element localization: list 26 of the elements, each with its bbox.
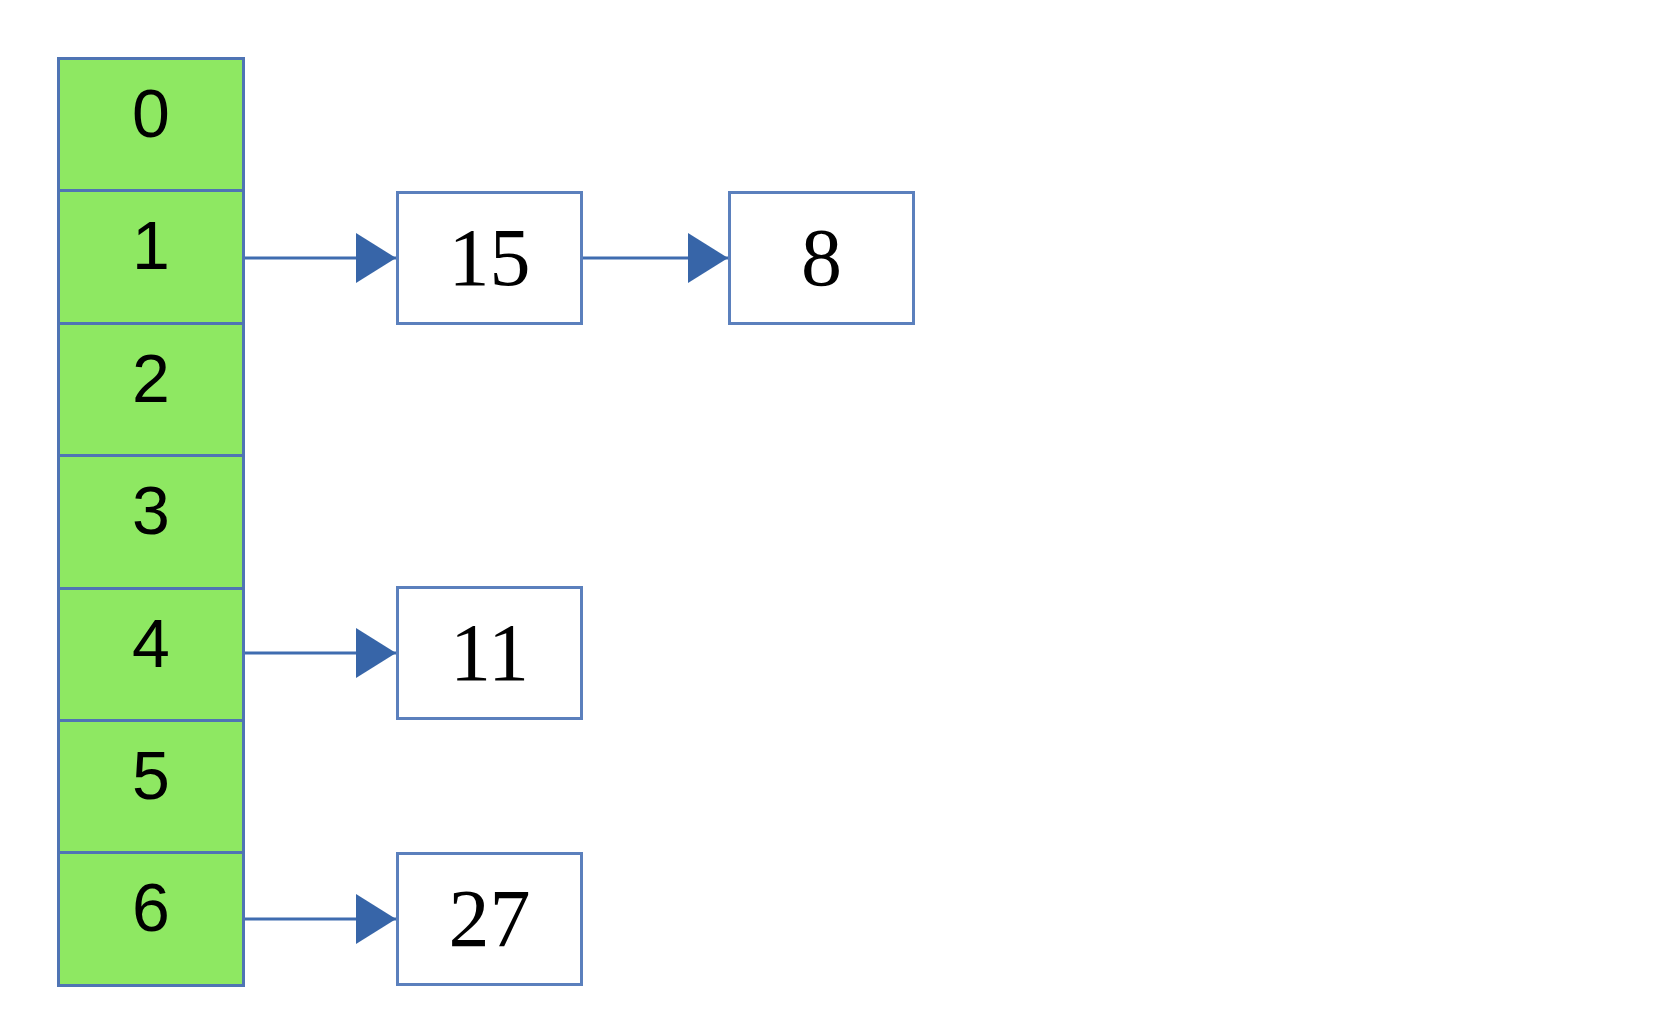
list-node-box	[396, 586, 583, 720]
array-slot	[57, 851, 245, 987]
arrow	[583, 233, 728, 283]
list-node-box	[396, 191, 583, 325]
arrow	[245, 628, 396, 678]
array-slot	[57, 322, 245, 457]
slot-index: 1	[131, 210, 171, 280]
node-value: 11	[450, 608, 529, 698]
array-slot	[57, 719, 245, 854]
array-slot	[57, 189, 245, 325]
slot-index: 6	[131, 872, 171, 942]
slot-index: 5	[131, 740, 171, 810]
node-value: 27	[448, 874, 531, 964]
array-slot	[57, 454, 245, 590]
array-slot	[57, 57, 245, 192]
slot-index: 2	[131, 343, 171, 413]
arrow	[245, 233, 396, 283]
arrow	[245, 894, 396, 944]
array-slot	[57, 587, 245, 722]
slot-index: 0	[131, 78, 171, 148]
slot-index: 4	[131, 608, 171, 678]
node-value: 15	[448, 213, 531, 303]
list-node-box	[396, 852, 583, 986]
list-node-box	[728, 191, 915, 325]
node-value: 8	[801, 213, 842, 303]
slot-index: 3	[131, 475, 171, 545]
